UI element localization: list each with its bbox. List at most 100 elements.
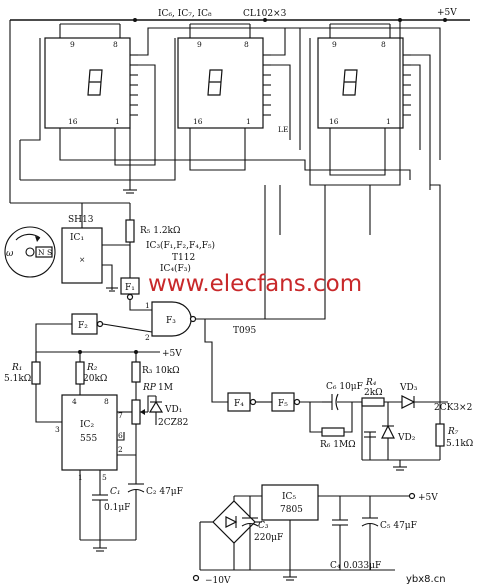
vd-type-label: 2CK3×2 xyxy=(434,403,472,413)
resistor-r3 xyxy=(131,352,141,395)
magnet-label: N S xyxy=(38,248,52,257)
f3-label: F₃ xyxy=(166,316,176,326)
omega-label: ω xyxy=(6,249,14,259)
r7-value: 5.1kΩ xyxy=(446,439,473,449)
ground-rail-power xyxy=(192,521,395,582)
diode-vd2 xyxy=(381,402,395,460)
display-digit-3 xyxy=(317,23,411,150)
ic2-pin1: 1 xyxy=(78,473,83,482)
c1-value: 0.1μF xyxy=(104,503,130,513)
c1-label: C₁ xyxy=(110,487,121,497)
r2-value: 20kΩ xyxy=(83,374,107,384)
resistor-r2 xyxy=(75,352,85,395)
d3-pin1: 1 xyxy=(386,117,391,126)
vcc-reg-label: +5V xyxy=(418,493,438,503)
seven-segment-icon xyxy=(342,69,358,96)
gate-f3 xyxy=(151,185,326,337)
display-ic-label: IC₆, IC₇, IC₈ xyxy=(158,9,212,19)
ic2-pin6: 6 xyxy=(118,431,123,440)
ic2-pin2: 2 xyxy=(118,445,123,454)
gate-f1 xyxy=(120,277,152,311)
potentiometer-rp xyxy=(131,395,156,455)
capacitor-c6 xyxy=(322,393,362,411)
d2-pin9: 9 xyxy=(197,40,202,49)
d1-pin9: 9 xyxy=(70,40,75,49)
watermark-small: ybx8.cn xyxy=(406,574,446,585)
diode-vd3 xyxy=(401,395,448,409)
r5-label: R₅ 1.2kΩ xyxy=(140,226,180,236)
ic2-pin3: 3 xyxy=(55,425,60,434)
resistor-r4 xyxy=(361,397,402,407)
gate-f4 xyxy=(227,392,272,412)
f5-label: F₅ xyxy=(278,399,288,409)
ic5-label: IC₅ xyxy=(282,492,296,502)
r3-label: R₃ 10kΩ xyxy=(142,366,180,376)
ic1-mark: × xyxy=(79,255,85,264)
capacitor-c1 xyxy=(92,485,108,540)
d3-pin16: 16 xyxy=(329,117,339,126)
f4-label: F₄ xyxy=(234,399,244,409)
vd1-value: 2CZ82 xyxy=(158,418,188,428)
resistor-r7 xyxy=(435,402,445,460)
ic2-pin7: 7 xyxy=(118,411,123,420)
display-type-label: CL102×3 xyxy=(243,9,287,19)
timer-ic2 xyxy=(61,394,136,540)
meter-out-wire xyxy=(430,184,441,402)
ic2-pin5: 5 xyxy=(102,473,107,482)
f2-in-wire xyxy=(204,319,228,403)
c3-label: C₃ xyxy=(258,521,269,531)
r1-label: R₁ xyxy=(11,363,22,373)
zener-vd1 xyxy=(148,396,164,425)
neg10-label: −10V xyxy=(205,576,231,586)
vcc-mid-label: +5V xyxy=(162,349,182,359)
rotating-disk-icon xyxy=(4,226,56,278)
d2-pin16: 16 xyxy=(193,117,203,126)
seven-segment-icon xyxy=(87,69,103,96)
r1-value: 5.1kΩ xyxy=(4,374,31,384)
r4-label: R₄ xyxy=(365,378,377,388)
r6-label: R₆ 1MΩ xyxy=(320,440,356,450)
hall-sensor xyxy=(10,202,131,292)
ic2-type: 555 xyxy=(80,434,97,444)
vd2-label: VD₂ xyxy=(397,433,416,443)
c4-label: C₄ 0.033μF xyxy=(330,561,381,571)
d2-pin1: 1 xyxy=(246,117,251,126)
resistor-r6 xyxy=(321,402,353,437)
d1-pin16: 16 xyxy=(68,117,78,126)
ground-right xyxy=(361,402,440,471)
watermark: www.elecfans.com xyxy=(148,271,362,297)
d1-pin8: 8 xyxy=(113,40,118,49)
t095-label: T095 xyxy=(233,326,256,336)
r2-label: R₂ xyxy=(86,363,98,373)
f2-label: F₂ xyxy=(78,321,88,331)
f1-label: F₁ xyxy=(125,283,135,293)
ic2-pin8: 8 xyxy=(104,397,109,406)
d3-pin9: 9 xyxy=(332,40,337,49)
supply-rail-top xyxy=(9,18,470,203)
vd3-label: VD₃ xyxy=(399,383,418,393)
capacitor-c2 xyxy=(127,455,145,540)
ic2-pin4: 4 xyxy=(72,397,77,406)
rp-label: RP xyxy=(142,383,157,393)
ic3-label: IC₃(F₁,F₂,F₄,F₅) xyxy=(146,240,215,251)
resistor-r1 xyxy=(31,352,41,385)
vcc-top-label: +5V xyxy=(437,8,457,18)
le-label: LE xyxy=(278,125,288,134)
bridge-rectifier xyxy=(212,496,262,570)
d2-pin8: 8 xyxy=(244,40,249,49)
capacitor-c3 xyxy=(241,496,259,570)
display-digit-2 xyxy=(177,23,271,150)
f3-pin2: 2 xyxy=(145,333,150,342)
supply-rail-mid xyxy=(36,350,160,354)
d3-pin8: 8 xyxy=(381,40,386,49)
t112-label: T112 xyxy=(172,253,195,263)
gate-f5 xyxy=(271,392,322,433)
c5-label: C₅ 47μF xyxy=(380,521,417,531)
display-digit-1 xyxy=(44,23,138,150)
f3-pin1: 1 xyxy=(145,301,150,310)
capacitor-c5 xyxy=(361,496,379,570)
vd1-label: VD₁ xyxy=(164,405,182,415)
seven-segment-icon xyxy=(207,69,223,96)
r4-value: 2kΩ xyxy=(364,388,383,398)
